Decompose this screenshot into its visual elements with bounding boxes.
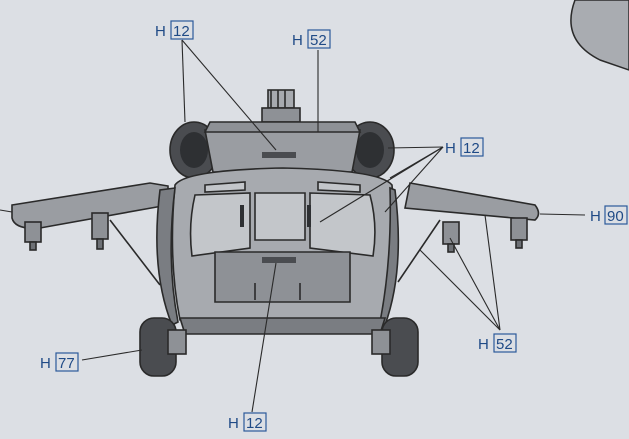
right-windscreen xyxy=(309,192,376,257)
callout-h12-bottom: H 12 xyxy=(228,412,267,432)
left-windscreen xyxy=(189,192,251,257)
rotor-hub-base xyxy=(261,107,301,123)
center-windscreen xyxy=(254,192,306,241)
chin-bar xyxy=(178,317,387,335)
callout-number: 12 xyxy=(173,23,190,40)
right-wing-strut xyxy=(397,219,441,283)
right-pylon-outer-tip xyxy=(515,239,523,249)
adjacent-part-outline xyxy=(570,0,629,71)
callout-letter: H xyxy=(292,32,303,49)
callout-letter: H xyxy=(155,23,166,40)
left-engine-intake-inner xyxy=(180,132,208,168)
left-gear-strut xyxy=(167,329,187,355)
callout-letter: H xyxy=(228,415,239,432)
callout-number: 90 xyxy=(607,208,624,225)
callout-number: 12 xyxy=(246,415,263,432)
callout-h52-top: H 52 xyxy=(292,29,331,49)
leader-lines xyxy=(0,39,586,413)
nose-panel xyxy=(214,251,351,303)
callout-h77-bottom-left: H 77 xyxy=(40,352,79,372)
left-wiper xyxy=(240,205,244,227)
right-pylon-inner-tip xyxy=(447,243,455,253)
callout-letter: H xyxy=(40,355,51,372)
nose-slot xyxy=(262,257,296,263)
callout-h12-top-left: H 12 xyxy=(155,20,194,40)
right-wiper xyxy=(307,205,311,227)
rotor-hub-head xyxy=(267,89,295,109)
right-engine-intake-inner xyxy=(356,132,384,168)
upper-cowling xyxy=(204,129,361,173)
callout-h52-bottom-right: H 52 xyxy=(478,333,517,353)
left-fuselage-side xyxy=(156,187,179,327)
callout-letter: H xyxy=(478,336,489,353)
helicopter-illustration xyxy=(11,89,540,377)
rotor-mast-fairing xyxy=(203,121,362,133)
callout-number: 52 xyxy=(496,336,513,353)
right-stub-wing xyxy=(404,182,540,221)
callout-number: 52 xyxy=(310,32,327,49)
left-wing-strut xyxy=(109,219,161,286)
cowling-slot xyxy=(262,152,296,158)
callout-letter: H xyxy=(445,140,456,157)
callout-h12-right: H 12 xyxy=(445,137,484,157)
right-gear-strut xyxy=(371,329,391,355)
left-pylon-outer-tip xyxy=(29,241,37,251)
left-pylon-outer xyxy=(24,221,42,243)
callout-number: 12 xyxy=(463,140,480,157)
left-pylon-inner xyxy=(91,212,109,240)
right-upper-window xyxy=(317,181,361,193)
left-upper-window xyxy=(204,181,246,193)
callout-number: 77 xyxy=(58,355,75,372)
callout-h90-right: H 90 xyxy=(590,205,628,225)
callout-letter: H xyxy=(590,208,601,225)
left-pylon-inner-tip xyxy=(96,238,104,250)
right-pylon-outer xyxy=(510,217,528,241)
